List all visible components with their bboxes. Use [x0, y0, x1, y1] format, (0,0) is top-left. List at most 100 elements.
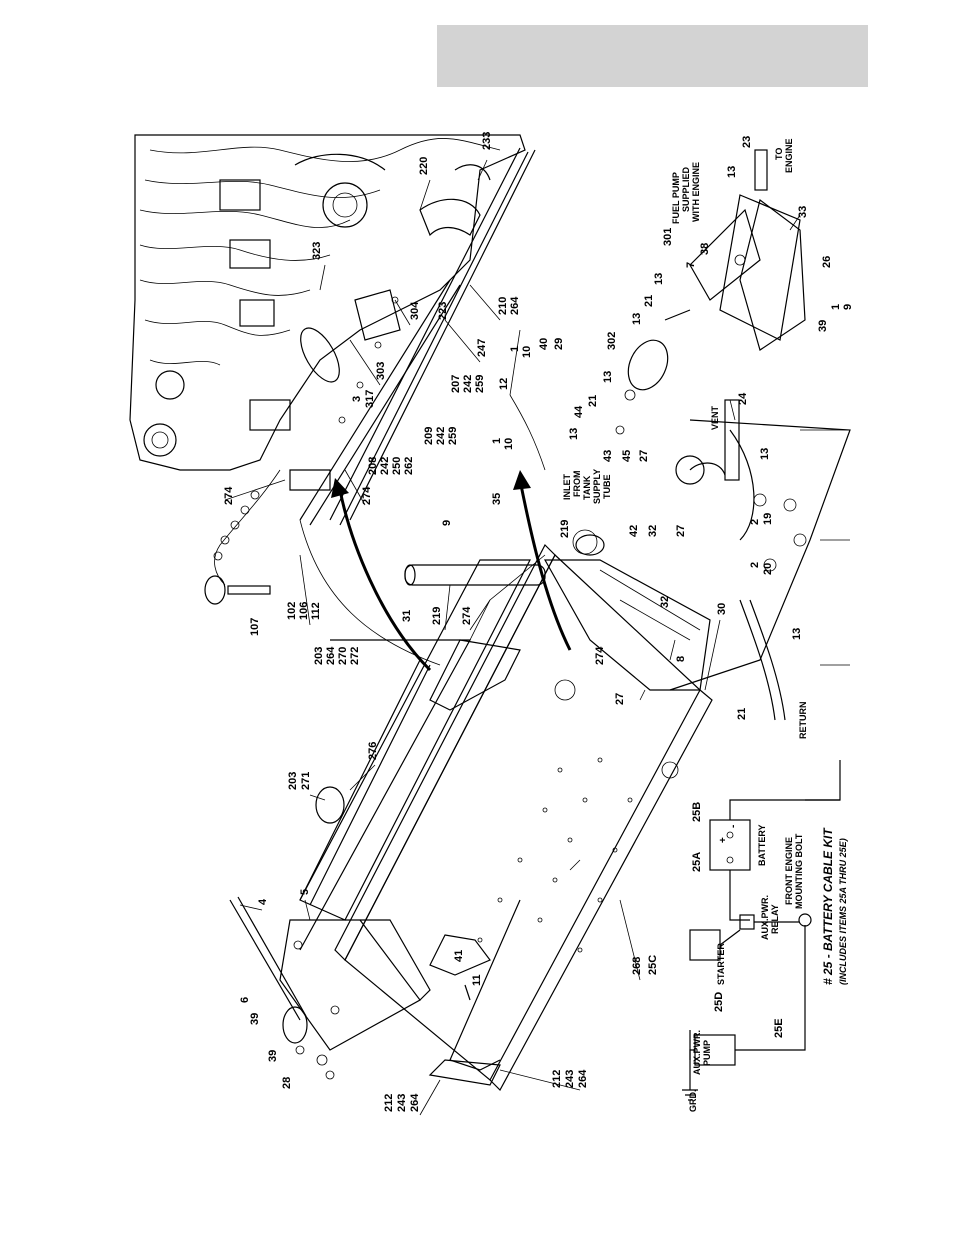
callout-43: 43 [602, 450, 614, 462]
callout-303: 303 [375, 362, 387, 380]
aux-pump-label-1: AUX.PWR. [692, 1030, 702, 1075]
callout-274: 274 [361, 486, 373, 505]
callout-264: 264 [577, 1069, 589, 1088]
callout-32: 32 [659, 596, 671, 608]
callout-39: 39 [817, 320, 829, 332]
header-bar [437, 25, 868, 87]
callout-2: 2 [749, 562, 761, 568]
callout-268: 268 [631, 957, 643, 975]
callout-13: 13 [653, 273, 665, 285]
callout-219: 219 [559, 520, 571, 538]
to-engine-label-1: TO [774, 148, 784, 160]
callout-223: 223 [437, 302, 449, 320]
callout-264: 264 [509, 296, 521, 315]
callout-9: 9 [441, 520, 453, 526]
callout-243: 243 [396, 1094, 408, 1112]
callout-203: 203 [287, 772, 299, 790]
callout-39: 39 [267, 1050, 279, 1062]
kit-subtitle: (INCLUDES ITEMS 25A THRU 25E) [838, 838, 848, 985]
callout-12: 12 [498, 378, 510, 390]
aux-relay-label-2: RELAY [770, 904, 780, 934]
callout-242: 242 [435, 427, 447, 445]
callout-25C: 25C [647, 955, 659, 975]
callout-304: 304 [409, 301, 421, 320]
callout-13: 13 [568, 428, 580, 440]
callout-203: 203 [313, 647, 325, 665]
callout-42: 42 [628, 525, 640, 537]
callout-41: 41 [453, 950, 465, 962]
callout-10: 10 [503, 438, 515, 450]
callout-10: 10 [521, 346, 533, 358]
callout-13: 13 [726, 166, 738, 178]
callout-5: 5 [299, 889, 311, 895]
callout-323: 323 [311, 242, 323, 260]
callout-4: 4 [257, 898, 269, 905]
labels: FUEL PUMP SUPPLIED WITH ENGINE TO ENGINE… [562, 138, 848, 1112]
callout-30: 30 [716, 603, 728, 615]
callout-26: 26 [821, 256, 833, 268]
callout-45: 45 [621, 450, 633, 462]
callout-212: 212 [383, 1094, 395, 1112]
frame-platform [299, 543, 713, 1091]
callout-247: 247 [476, 339, 488, 357]
callout-38: 38 [699, 243, 711, 255]
callout-44: 44 [573, 405, 585, 418]
callout-233: 233 [481, 132, 493, 150]
battery-assembly [229, 786, 501, 1086]
callout-274: 274 [594, 646, 606, 665]
callout-264: 264 [409, 1093, 421, 1112]
callout-13: 13 [631, 313, 643, 325]
callout-210: 210 [497, 297, 509, 315]
callout-250: 250 [391, 457, 403, 475]
assembly-arrows [299, 470, 572, 672]
callout-28: 28 [281, 1077, 293, 1089]
fuel-pump-label-1: FUEL PUMP [671, 172, 681, 224]
return-label: RETURN [798, 702, 808, 740]
fuel-pump-label-3: WITH ENGINE [691, 162, 701, 222]
tank-bracket [404, 529, 711, 711]
callout-259: 259 [447, 427, 459, 445]
callout-270: 270 [337, 647, 349, 665]
callout-25D: 25D [713, 992, 725, 1012]
callout-29: 29 [553, 338, 565, 350]
callout-274: 274 [461, 606, 473, 625]
kit-title: # 25 - BATTERY CABLE KIT [821, 827, 835, 985]
inlet-label-5: TUBE [602, 475, 612, 500]
callout-21: 21 [643, 295, 655, 307]
callout-2: 2 [749, 519, 761, 525]
inlet-label-2: FROM [572, 471, 582, 498]
callout-33: 33 [797, 206, 809, 218]
callout-7: 7 [685, 262, 697, 268]
callout-112: 112 [310, 602, 322, 620]
callout-274: 274 [223, 486, 235, 505]
callout-19: 19 [762, 513, 774, 525]
callout-27: 27 [675, 525, 687, 537]
callout-21: 21 [587, 395, 599, 407]
callout-25B: 25B [691, 802, 703, 822]
callout-11: 11 [471, 974, 483, 986]
battery-label: BATTERY [757, 825, 767, 867]
callout-242: 242 [379, 457, 391, 475]
fuel-pump-label-2: SUPPLIED [681, 166, 691, 212]
callout-317: 317 [364, 390, 376, 408]
callout-272: 272 [349, 647, 361, 665]
battery-plus: + [718, 837, 729, 843]
callout-13: 13 [791, 628, 803, 640]
callout-23: 23 [741, 136, 753, 148]
inlet-label-3: TANK [582, 475, 592, 500]
callout-259: 259 [474, 375, 486, 393]
callout-9: 9 [842, 304, 854, 310]
callout-302: 302 [606, 332, 618, 350]
to-engine-label-2: ENGINE [784, 138, 794, 173]
callout-27: 27 [614, 693, 626, 705]
callout-1: 1 [491, 438, 503, 444]
callout-13: 13 [602, 371, 614, 383]
callout-208: 208 [367, 457, 379, 475]
callout-271: 271 [300, 772, 312, 790]
ground-label: GRD. [688, 1090, 698, 1113]
callout-242: 242 [462, 375, 474, 393]
callout-1: 1 [830, 304, 842, 310]
engine-assembly [129, 134, 536, 526]
callout-220: 220 [418, 157, 430, 175]
